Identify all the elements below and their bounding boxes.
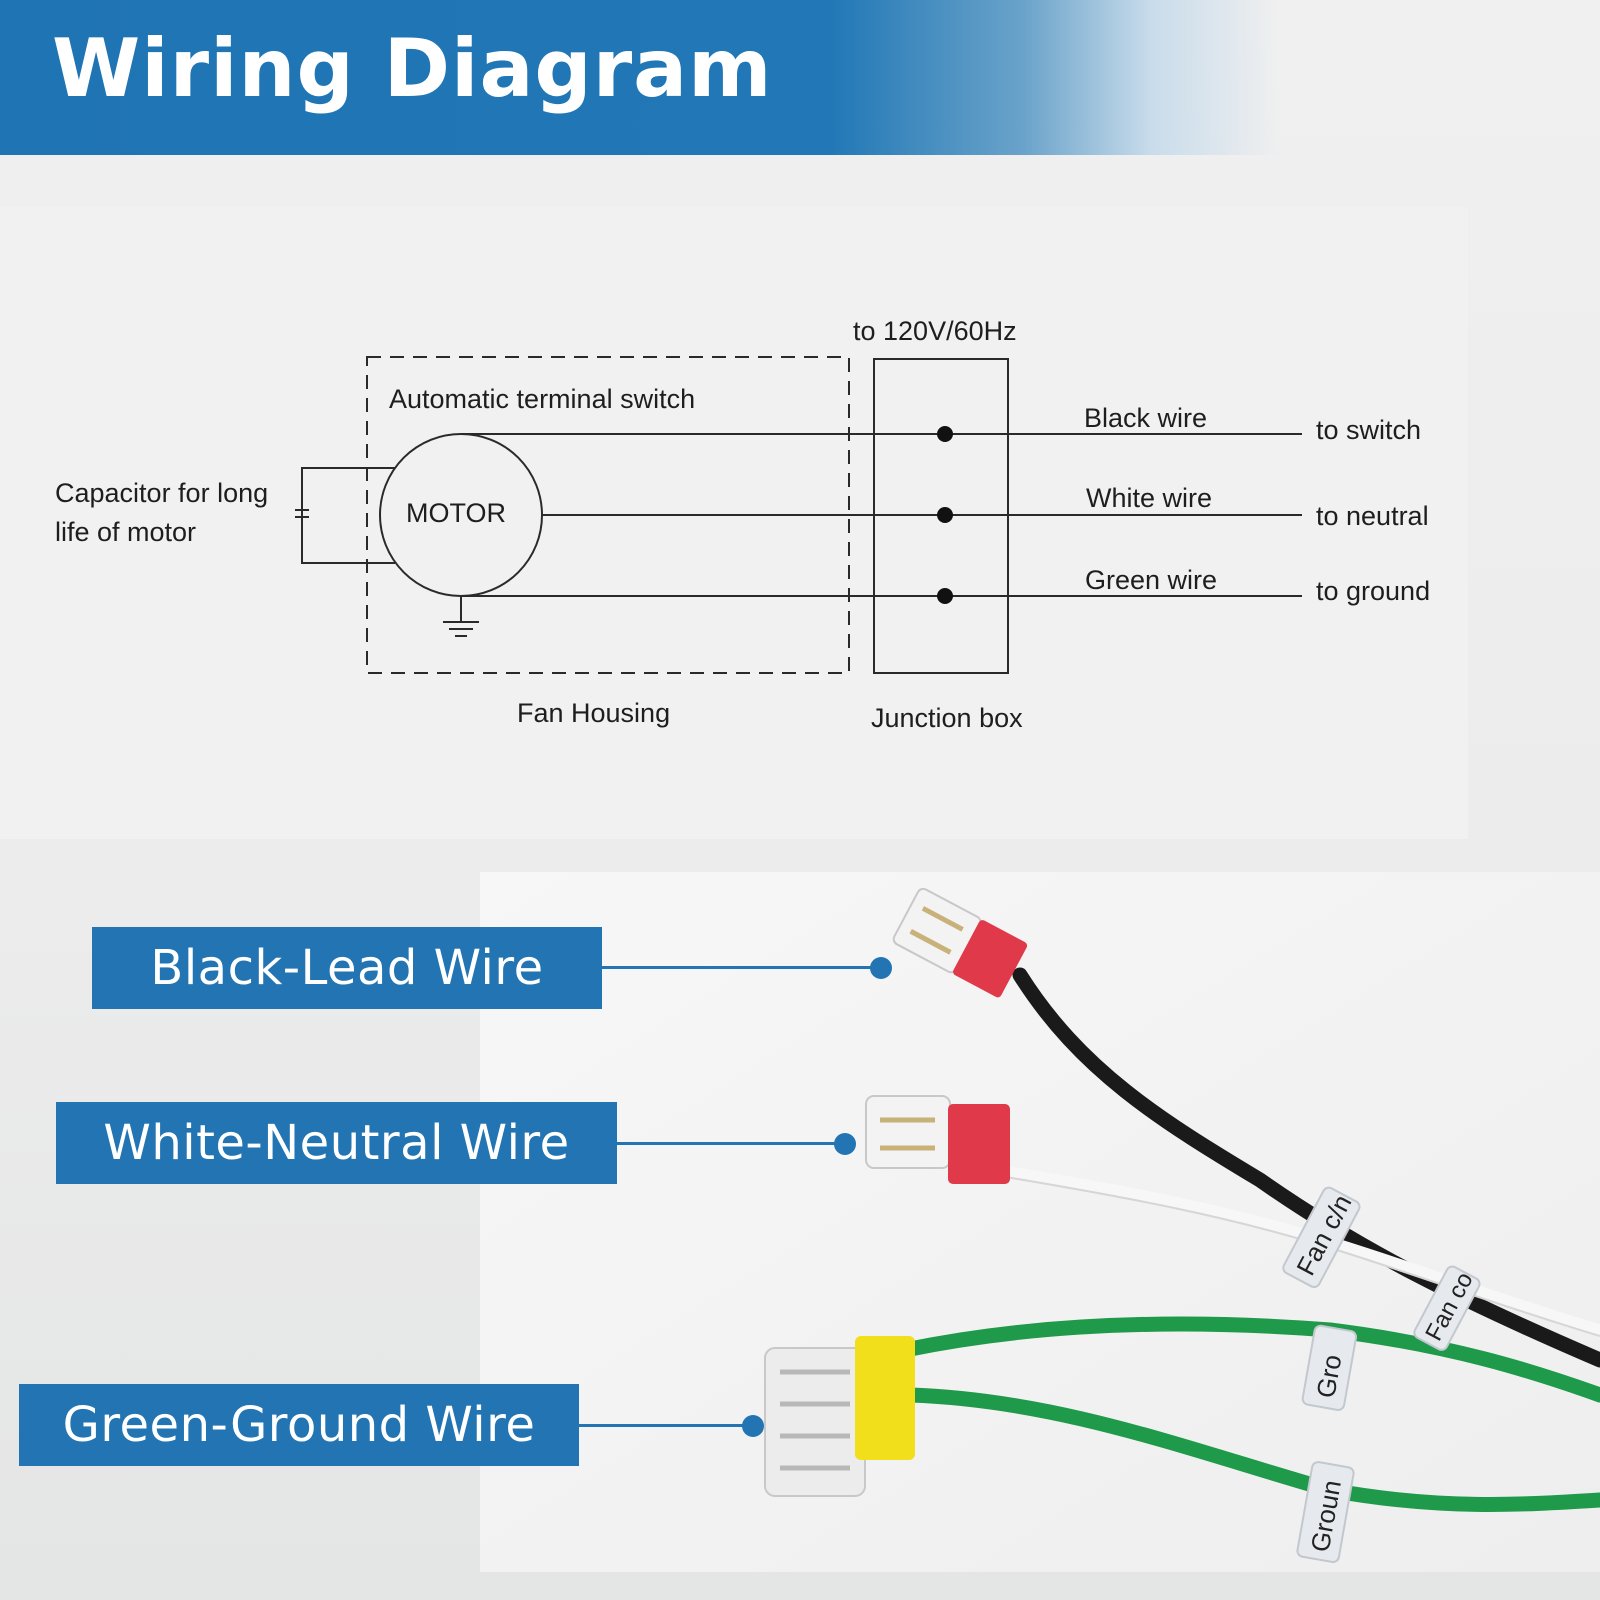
power-label: to 120V/60Hz — [853, 316, 1017, 346]
white-neutral-wire-callout: White-Neutral Wire — [56, 1102, 617, 1184]
white-neutral-leader-dot — [834, 1133, 856, 1155]
black-junction-dot — [937, 426, 953, 442]
header-banner: Wiring Diagram — [0, 0, 1600, 155]
white-neutral-leader-line — [617, 1142, 845, 1145]
black-lead-leader-dot — [870, 957, 892, 979]
white-wire-edge — [999, 1175, 1600, 1337]
green-ground-leader-dot — [742, 1415, 764, 1437]
green-wire-tag: Gro — [1301, 1324, 1358, 1411]
switch-label: Automatic terminal switch — [389, 384, 695, 414]
page-title: Wiring Diagram — [52, 22, 773, 115]
black-lead-connector — [892, 887, 1028, 998]
black-lead-leader-line — [602, 966, 880, 969]
green-wire-tag-2: Groun — [1296, 1461, 1355, 1564]
capacitor-label-line1: Capacitor for long — [55, 478, 268, 508]
black-wire-label: Black wire — [1084, 403, 1207, 433]
green-ground-leader-line — [579, 1424, 755, 1427]
fan-housing-box — [366, 356, 850, 674]
to-neutral-label: to neutral — [1316, 501, 1429, 531]
wire-leads-photo: Fan c/n Fan co Gro Groun — [480, 872, 1600, 1572]
green-wire-label: Green wire — [1085, 565, 1217, 595]
fan-housing-label: Fan Housing — [517, 698, 670, 728]
green-ground-connector — [764, 1336, 915, 1497]
capacitor-wire — [301, 467, 395, 564]
white-wire-label: White wire — [1086, 483, 1212, 513]
capacitor-label-line2: life of motor — [55, 517, 196, 547]
wiring-schematic: to 120V/60Hz Automatic terminal switch M… — [55, 316, 1430, 733]
black-wire — [1012, 967, 1600, 1368]
to-switch-label: to switch — [1316, 415, 1421, 445]
to-ground-label: to ground — [1316, 576, 1430, 606]
junction-box-label: Junction box — [871, 703, 1023, 733]
green-wire-tag-text: Gro — [1310, 1352, 1347, 1400]
green-wire-upper — [897, 1316, 1600, 1403]
black-lead-wire-callout: Black-Lead Wire — [92, 927, 602, 1009]
white-neutral-connector — [865, 1095, 1010, 1184]
green-ground-wire-callout: Green-Ground Wire — [19, 1384, 579, 1466]
wiring-schematic-panel: to 120V/60Hz Automatic terminal switch M… — [0, 207, 1468, 839]
green-junction-dot — [937, 588, 953, 604]
motor-label: MOTOR — [406, 498, 506, 528]
photo-background — [480, 872, 1600, 1572]
white-junction-dot — [937, 507, 953, 523]
